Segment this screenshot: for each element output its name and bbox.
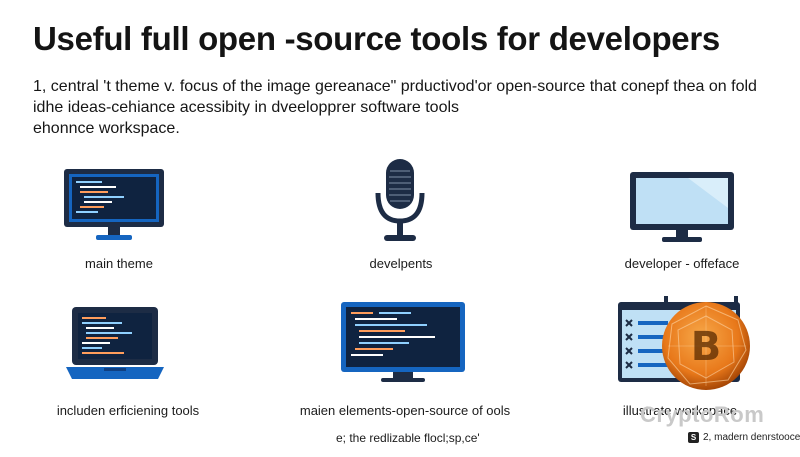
corner-label: S 2, madern denrstooce bbox=[688, 432, 800, 443]
microphone-icon bbox=[372, 157, 428, 245]
caption-developer-offeface: developer - offeface bbox=[624, 256, 740, 271]
laptop-code-icon bbox=[62, 305, 168, 385]
intro-line-2: idhe ideas-cehiance acessibity in dveelo… bbox=[33, 99, 460, 116]
coin-badge-icon: B bbox=[660, 300, 752, 392]
watermark-text: CryptoRom bbox=[640, 402, 765, 427]
coin-symbol: B bbox=[691, 324, 722, 370]
intro-line-3: ehonnce workspace. bbox=[33, 120, 180, 137]
screen-code-icon bbox=[339, 300, 467, 384]
corner-label-text: 2, madern denrstooce bbox=[703, 432, 800, 443]
corner-mark-icon: S bbox=[688, 432, 699, 443]
footer-caption: e; the redlizable flocl;sp,ce' bbox=[336, 431, 480, 445]
caption-main-theme: main theme bbox=[85, 256, 153, 271]
caption-includen-erficiening-tools: includen erficiening tools bbox=[56, 403, 200, 418]
monitor-blank-icon bbox=[628, 170, 736, 244]
monitor-code-icon bbox=[62, 167, 166, 243]
caption-maien-elements: maien elements-open-source of ools bbox=[299, 403, 511, 418]
intro-line-1: 1, central 't theme v. focus of the imag… bbox=[33, 78, 757, 95]
caption-develpents: develpents bbox=[369, 256, 433, 271]
caption-illustrate-workspace: illustrate workspace bbox=[622, 403, 738, 418]
intro-text: 1, central 't theme v. focus of the imag… bbox=[33, 76, 793, 139]
page-title: Useful full open -source tools for devel… bbox=[33, 20, 720, 57]
